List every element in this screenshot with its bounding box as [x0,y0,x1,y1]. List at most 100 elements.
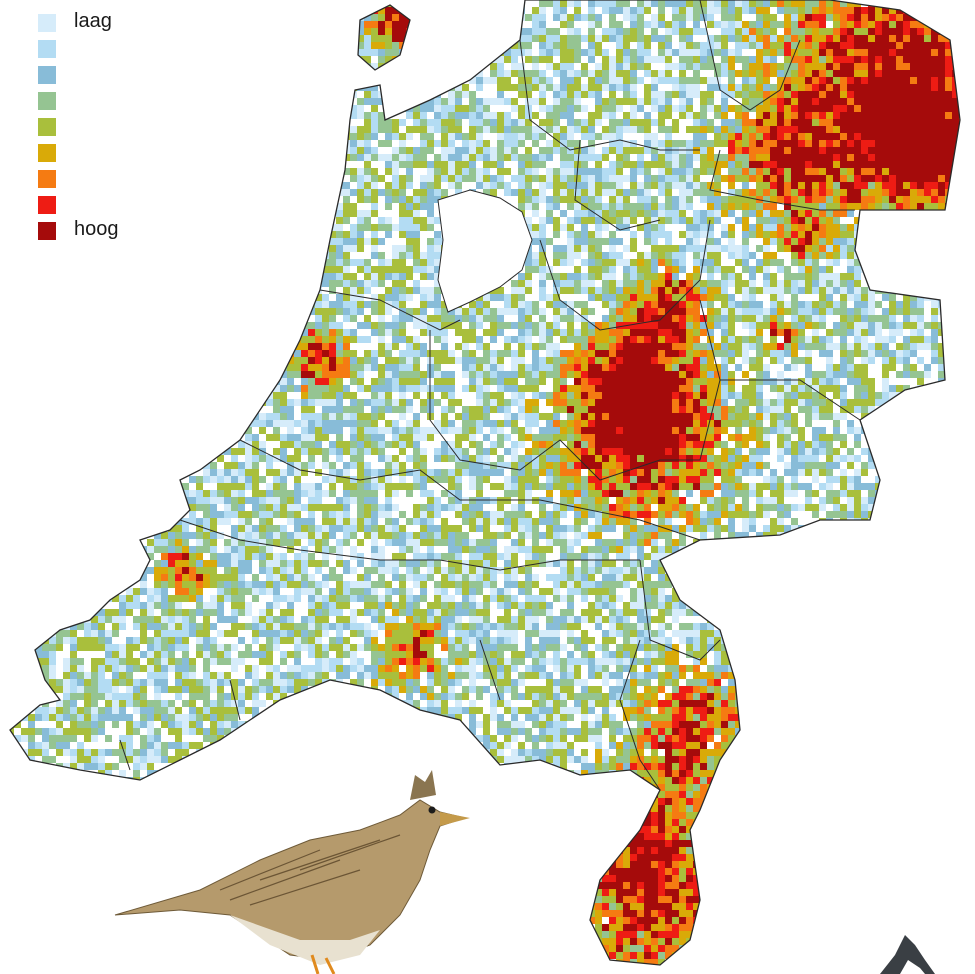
density-cell [889,168,896,175]
density-cell [98,287,105,294]
density-cell [511,63,518,70]
density-cell [616,133,623,140]
density-cell [434,112,441,119]
density-cell [77,294,84,301]
density-cell [364,259,371,266]
density-cell [336,154,343,161]
density-cell [924,98,931,105]
density-cell [336,91,343,98]
density-cell [861,259,868,266]
density-cell [644,182,651,189]
density-cell [511,56,518,63]
density-cell [357,168,364,175]
density-cell [28,49,35,56]
density-cell [728,105,735,112]
density-cell [259,217,266,224]
density-cell [854,119,861,126]
density-cell [777,147,784,154]
density-cell [245,231,252,238]
density-cell [294,273,301,280]
density-cell [35,252,42,259]
density-cell [329,21,336,28]
density-cell [329,7,336,14]
density-cell [700,224,707,231]
density-cell [28,70,35,77]
density-cell [588,119,595,126]
density-cell [0,42,7,49]
density-cell [483,119,490,126]
density-cell [679,77,686,84]
density-cell [784,189,791,196]
density-cell [10,14,14,21]
density-cell [574,49,581,56]
density-cell [665,133,672,140]
density-cell [455,91,462,98]
density-cell [315,21,322,28]
density-cell [651,273,658,280]
density-cell [777,49,784,56]
density-cell [819,42,826,49]
density-cell [371,294,378,301]
density-cell [140,287,147,294]
density-cell [924,84,931,91]
density-cell [462,70,469,77]
density-cell [0,133,7,140]
density-cell [245,98,252,105]
density-cell [826,70,833,77]
density-cell [644,175,651,182]
density-cell [721,161,728,168]
density-cell [427,224,434,231]
density-cell [595,35,602,42]
density-cell [10,238,14,245]
density-cell [896,28,903,35]
density-cell [763,133,770,140]
density-cell [329,168,336,175]
density-cell [896,280,903,287]
density-cell [826,14,833,21]
density-cell [525,154,532,161]
density-cell [238,63,245,70]
density-cell [462,42,469,49]
density-cell [364,175,371,182]
density-cell [623,28,630,35]
density-cell [833,126,840,133]
density-cell [525,266,532,273]
density-cell [434,287,441,294]
density-cell [588,217,595,224]
density-cell [931,49,938,56]
density-cell [574,273,581,280]
density-cell [917,77,924,84]
density-cell [266,203,273,210]
density-cell [21,168,28,175]
density-cell [917,112,924,119]
density-cell [462,7,469,14]
density-cell [406,63,413,70]
density-cell [308,238,315,245]
density-cell [952,203,959,210]
density-cell [420,273,427,280]
density-cell [322,196,329,203]
density-cell [294,77,301,84]
density-cell [574,105,581,112]
density-cell [588,147,595,154]
density-cell [742,175,749,182]
density-cell [917,105,924,112]
density-cell [441,49,448,56]
density-cell [728,175,735,182]
density-cell [315,140,322,147]
density-cell [553,7,560,14]
density-cell [889,77,896,84]
density-cell [497,126,504,133]
density-cell [742,84,749,91]
density-cell [553,245,560,252]
density-cell [931,35,938,42]
density-cell [21,224,28,231]
density-cell [749,98,756,105]
density-cell [406,0,413,7]
density-cell [336,238,343,245]
density-cell [10,91,14,98]
density-cell [420,7,427,14]
density-cell [21,91,28,98]
density-cell [896,49,903,56]
density-cell [931,161,938,168]
